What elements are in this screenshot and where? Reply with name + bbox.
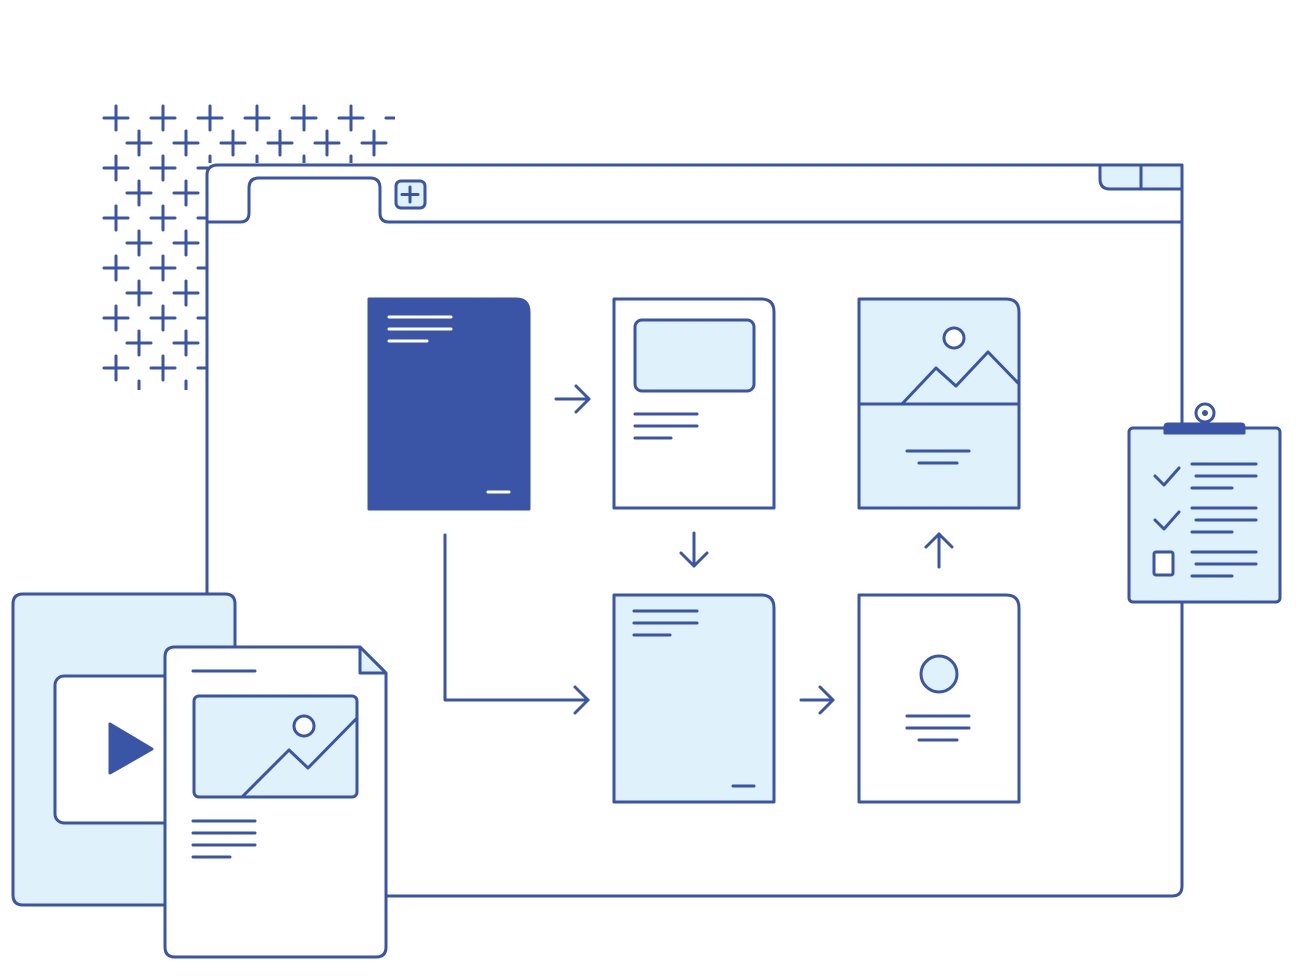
plus-icon [172,379,200,390]
plus-icon [125,279,153,307]
plus-icon [149,104,177,132]
user-circle-icon [919,654,959,694]
plus-icon [149,154,177,182]
flow-card-document-dark[interactable] [367,297,531,511]
check-icon [1153,510,1181,531]
plus-icon [102,254,130,282]
plus-icon [102,154,130,182]
plus-icon [102,204,130,232]
plus-icon [125,379,153,390]
plus-icon [125,179,153,207]
plus-icon [172,329,200,357]
plus-icon [243,104,271,132]
arrow-icon [443,384,954,715]
new-tab-button[interactable] [394,179,427,210]
plus-icon [149,304,177,332]
checklist-item [1153,462,1258,490]
checklist-item [1152,550,1258,578]
plus-icon [409,131,433,155]
image-icon [900,326,1021,406]
plus-icon [125,329,153,357]
image-icon [241,714,359,798]
checklist-item [1153,506,1258,534]
plus-icon [149,204,177,232]
plus-icon [360,129,388,157]
play-icon [108,722,154,775]
plus-icon [337,104,365,132]
plus-icon [102,354,130,382]
plus-icon [102,304,130,332]
plus-icon [125,129,153,157]
flow-card-media[interactable] [612,297,776,510]
checkbox-icon [1152,550,1175,577]
check-icon [1153,466,1181,487]
plus-icon [149,254,177,282]
browser-tab-bar [205,176,1184,224]
plus-icon [172,229,200,257]
plus-icon [172,129,200,157]
plus-icon [172,279,200,307]
plus-icon [102,104,130,132]
plus-icon [266,129,294,157]
clipboard-checklist [1127,402,1282,604]
plus-icon [313,129,341,157]
flow-card-image[interactable] [857,297,1021,510]
checklist [1152,462,1258,578]
plus-icon [290,104,318,132]
flow-card-text[interactable] [612,593,776,804]
image-document[interactable] [163,645,388,959]
flow-card-profile[interactable] [857,593,1021,804]
plus-icon [172,179,200,207]
window-controls[interactable] [1098,163,1184,191]
plus-icon [196,104,224,132]
plus-icon [384,104,395,132]
plus-icon [149,354,177,382]
plus-icon [219,129,247,157]
plus-icon [125,229,153,257]
